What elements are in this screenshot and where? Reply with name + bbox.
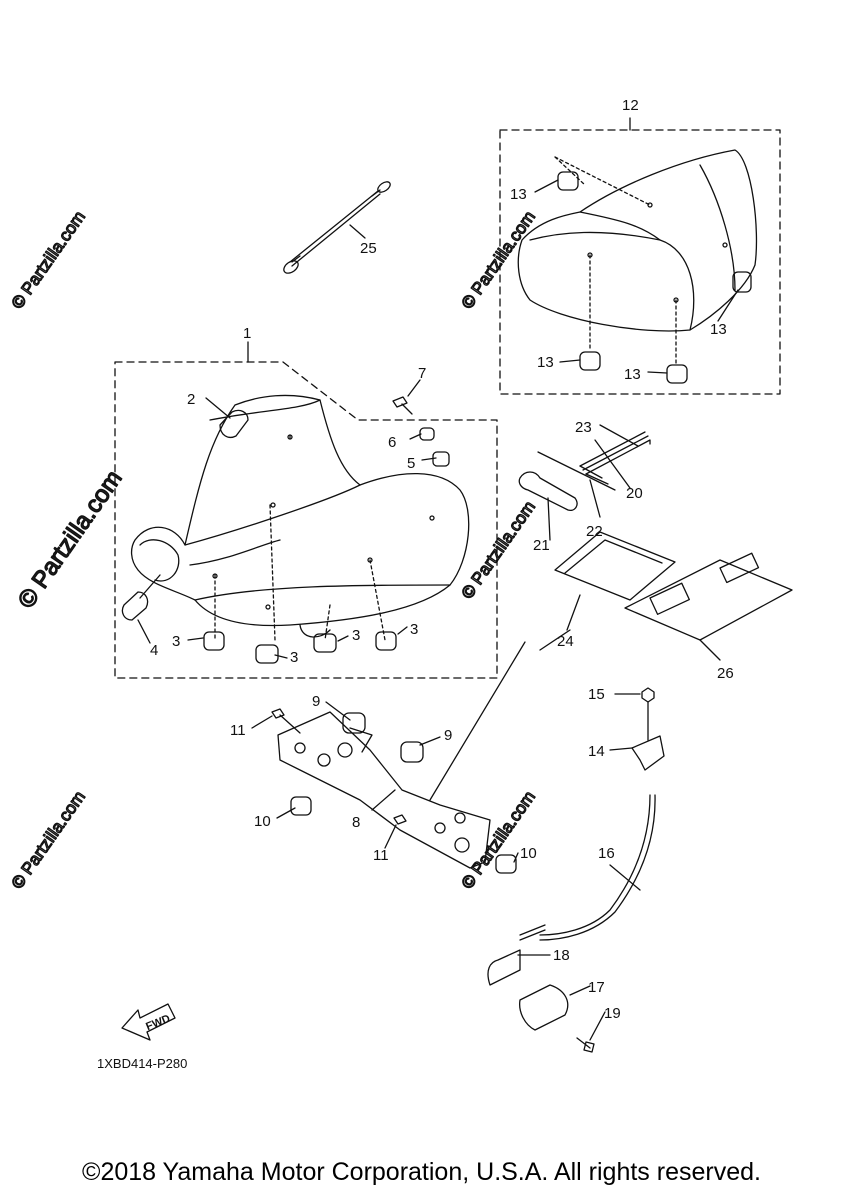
callout-16: 16 bbox=[598, 845, 615, 862]
callout-8: 8 bbox=[352, 814, 360, 831]
rear-damper-group bbox=[557, 171, 752, 384]
bolt-7 bbox=[392, 396, 413, 415]
callout-11: 11 bbox=[373, 847, 389, 864]
callout-21: 21 bbox=[533, 537, 550, 554]
callout-26: 26 bbox=[717, 665, 734, 682]
callout-13: 13 bbox=[537, 354, 554, 371]
callout-3: 3 bbox=[352, 627, 360, 644]
seat-wire bbox=[283, 181, 391, 274]
main-seat bbox=[130, 394, 470, 641]
callout-7: 7 bbox=[418, 365, 426, 382]
callout-9: 9 bbox=[312, 693, 320, 710]
fwd-label: FWD bbox=[144, 1013, 172, 1034]
callout-3: 3 bbox=[410, 621, 418, 638]
seat-group-box bbox=[114, 361, 498, 679]
callout-20: 20 bbox=[626, 485, 643, 502]
part-code: 1XBD414-P280 bbox=[97, 1056, 187, 1071]
callout-17: 17 bbox=[588, 979, 605, 996]
damper-group bbox=[203, 631, 397, 664]
seat-lock-assembly bbox=[487, 687, 665, 1053]
callout-10: 10 bbox=[254, 813, 271, 830]
seat-knob bbox=[121, 591, 149, 621]
callout-15: 15 bbox=[588, 686, 605, 703]
tool-kit bbox=[518, 431, 651, 511]
callout-13: 13 bbox=[624, 366, 641, 383]
callout-24: 24 bbox=[557, 633, 574, 650]
seat-bracket bbox=[277, 641, 526, 869]
callout-10: 10 bbox=[520, 845, 537, 862]
watermark: © Partzilla.com bbox=[8, 788, 89, 893]
callout-23: 23 bbox=[575, 419, 592, 436]
grommet bbox=[419, 427, 435, 441]
callout-6: 6 bbox=[388, 434, 396, 451]
callout-22: 22 bbox=[586, 523, 603, 540]
callout-12: 12 bbox=[622, 97, 639, 114]
callout-5: 5 bbox=[407, 455, 415, 472]
watermark: © Partzilla.com bbox=[458, 788, 539, 893]
callout-3: 3 bbox=[290, 649, 298, 666]
watermark-main: © Partzilla.com bbox=[13, 465, 128, 613]
callout-14: 14 bbox=[588, 743, 605, 760]
rear-seat-group-box bbox=[499, 129, 781, 395]
callout-labels: 1 2 3 3 3 3 3 4 5 6 7 8 9 9 10 10 11 11 … bbox=[97, 97, 734, 1071]
collar bbox=[432, 451, 450, 467]
watermark: © Partzilla.com bbox=[458, 498, 539, 603]
leader-lines bbox=[137, 117, 739, 1041]
watermark: © Partzilla.com bbox=[8, 208, 89, 313]
fwd-arrow bbox=[121, 1003, 176, 1041]
callout-13: 13 bbox=[510, 186, 527, 203]
bracket-parts bbox=[271, 708, 517, 874]
watermark-group: © Partzilla.com © Partzilla.com © Partzi… bbox=[7, 207, 540, 893]
rear-seat bbox=[517, 149, 758, 366]
callout-2: 2 bbox=[187, 391, 195, 408]
callout-4: 4 bbox=[150, 642, 158, 659]
copyright-footer: ©2018 Yamaha Motor Corporation, U.S.A. A… bbox=[82, 1158, 761, 1186]
manual-bags bbox=[554, 531, 793, 641]
callout-18: 18 bbox=[553, 947, 570, 964]
callout-1: 1 bbox=[243, 325, 251, 342]
callout-25: 25 bbox=[360, 240, 377, 257]
callout-9: 9 bbox=[444, 727, 452, 744]
callout-19: 19 bbox=[604, 1005, 621, 1022]
callout-13: 13 bbox=[710, 321, 727, 338]
callout-11: 11 bbox=[230, 722, 246, 739]
callout-3: 3 bbox=[172, 633, 180, 650]
